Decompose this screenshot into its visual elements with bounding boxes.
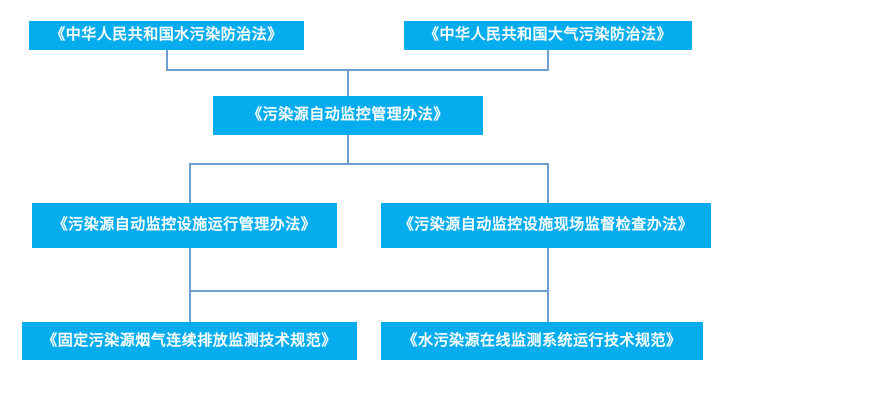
node-law-water[interactable]: 《中华人民共和国水污染防治法》 — [29, 21, 304, 50]
node-law-air[interactable]: 《中华人民共和国大气污染防治法》 — [404, 21, 692, 50]
connector-bus-to-spec-cems — [189, 290, 191, 322]
node-measure-auto-monitor[interactable]: 《污染源自动监控管理办法》 — [213, 96, 483, 135]
connector-bus-to-level2 — [347, 69, 349, 96]
node-label: 《中华人民共和国水污染防治法》 — [50, 27, 283, 44]
connector-bus-to-facility-operation — [189, 163, 191, 205]
node-measure-facility-operation[interactable]: 《污染源自动监控设施运行管理办法》 — [32, 203, 337, 248]
node-label: 《污染源自动监控管理办法》 — [247, 107, 449, 124]
node-label: 《水污染源在线监测系统运行技术规范》 — [402, 332, 682, 349]
connector-level3-bus — [189, 290, 549, 292]
node-label: 《中华人民共和国大气污染防治法》 — [423, 27, 672, 44]
connector-facility-inspection-down — [547, 248, 549, 292]
connector-bus-to-facility-inspection — [547, 163, 549, 205]
connector-law-water-down — [166, 50, 168, 71]
connector-bus-to-spec-water-online — [547, 290, 549, 322]
connector-level2-bus — [189, 163, 549, 165]
connector-level2-down — [347, 135, 349, 165]
connector-level1-bus — [166, 69, 549, 71]
node-label: 《固定污染源烟气连续排放监测技术规范》 — [42, 332, 337, 349]
node-spec-cems[interactable]: 《固定污染源烟气连续排放监测技术规范》 — [22, 322, 357, 360]
connector-law-air-down — [547, 50, 549, 71]
node-measure-facility-inspection[interactable]: 《污染源自动监控设施现场监督检查办法》 — [381, 203, 711, 248]
connector-facility-operation-down — [189, 248, 191, 292]
node-label: 《污染源自动监控设施现场监督检查办法》 — [398, 217, 694, 234]
node-spec-water-online[interactable]: 《水污染源在线监测系统运行技术规范》 — [381, 322, 703, 360]
node-label: 《污染源自动监控设施运行管理办法》 — [52, 217, 317, 234]
